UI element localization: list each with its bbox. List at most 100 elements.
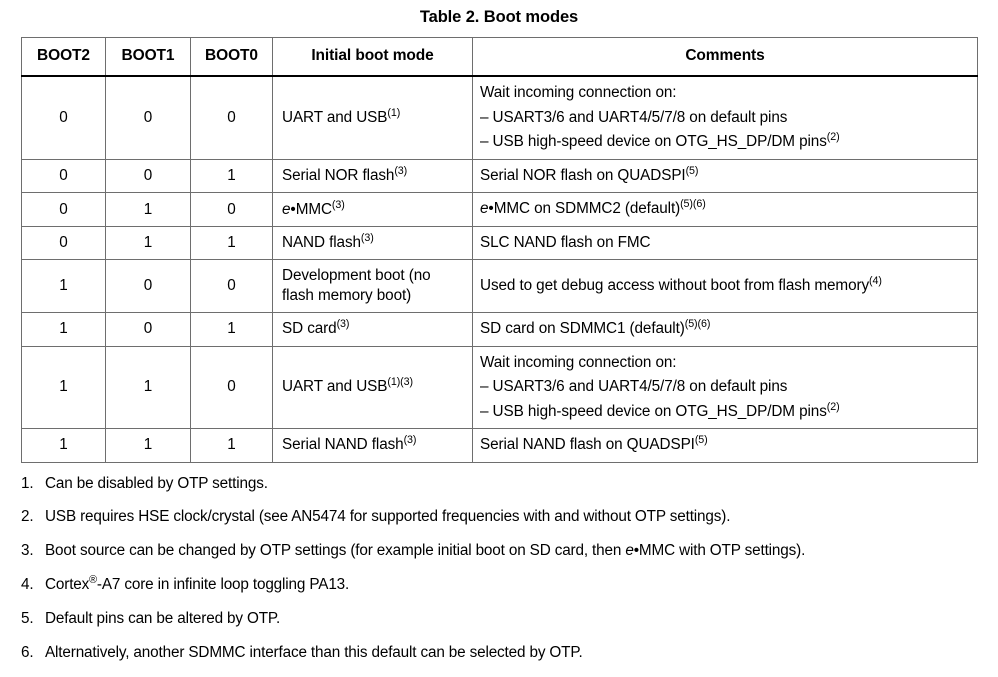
cell-boot2: 0 — [21, 192, 106, 227]
cell-initial-boot-mode: Development boot (no flash memory boot) — [272, 259, 473, 314]
registered-trademark-icon: ® — [89, 574, 97, 587]
cell-boot0: 1 — [190, 428, 273, 463]
footnote-ref: (1) — [387, 107, 401, 120]
header-row: BOOT2 BOOT1 BOOT0 Initial boot mode Comm… — [21, 37, 978, 78]
table-title: Table 2. Boot modes — [419, 8, 579, 26]
cell-initial-boot-mode: UART and USB(1) — [272, 76, 473, 160]
footnote-text: Boot source can be changed by OTP settin… — [45, 542, 806, 560]
cell-boot1: 0 — [105, 312, 191, 347]
footnote-item: 2.USB requires HSE clock/crystal (see AN… — [21, 507, 977, 527]
comment-line: e•MMC on SDMMC2 (default)(5)(6) — [480, 198, 706, 218]
footnote-ref: (5)(6) — [684, 318, 711, 330]
footnote-ref: (1)(3) — [387, 376, 413, 389]
footnote-text: Alternatively, another SDMMC interface t… — [45, 643, 583, 661]
cell-initial-boot-mode: Serial NAND flash(3) — [272, 428, 473, 463]
footnote-number: 6. — [21, 643, 34, 661]
footnote-item: 1.Can be disabled by OTP settings. — [21, 474, 977, 494]
comment-line: – USART3/6 and UART4/5/7/8 on default pi… — [480, 108, 788, 126]
cell-boot0: 0 — [190, 192, 273, 227]
comment-line: Wait incoming connection on: — [480, 84, 677, 102]
footnote-number: 1. — [21, 474, 34, 492]
column-header-comments: Comments — [472, 37, 978, 78]
comment-line: SD card on SDMMC1 (default)(5)(6) — [480, 318, 711, 338]
cell-boot2: 0 — [21, 76, 106, 160]
footnote-item: 5. Default pins can be altered by OTP. — [21, 609, 977, 629]
boot-modes-table-container: BOOT2 BOOT1 BOOT0 Initial boot mode Comm… — [21, 37, 978, 463]
cell-initial-boot-mode: e•MMC(3) — [272, 192, 473, 227]
footnote-item: 4. Cortex®-A7 core in infinite loop toggl… — [21, 575, 977, 595]
cell-boot2: 1 — [21, 428, 106, 463]
comment-line: – USART3/6 and UART4/5/7/8 on default pi… — [480, 378, 788, 396]
cell-comments: SLC NAND flash on FMC — [472, 226, 978, 261]
footnote-text: Default pins can be altered by OTP. — [45, 610, 281, 628]
cell-boot0: 1 — [190, 226, 273, 261]
cell-initial-boot-mode: NAND flash(3) — [272, 226, 473, 261]
cell-boot0: 1 — [190, 159, 273, 194]
cell-comments: Used to get debug access without boot fr… — [472, 259, 978, 314]
footnote-item: 6. Alternatively, another SDMMC interface… — [21, 643, 977, 663]
column-header-initial-boot-mode: Initial boot mode — [272, 37, 473, 78]
footnote-ref: (3) — [360, 232, 374, 245]
footnote-ref: (3) — [394, 165, 408, 178]
cell-initial-boot-mode: SD card(3) — [272, 312, 473, 347]
comment-line: Serial NAND flash on QUADSPI(5) — [480, 433, 708, 454]
cell-boot0: 0 — [190, 76, 273, 160]
footnote-number: 4. — [21, 576, 34, 594]
cell-initial-boot-mode: UART and USB(1)(3) — [272, 346, 473, 430]
cell-boot1: 0 — [105, 76, 191, 160]
footnote-ref: (3) — [336, 318, 350, 331]
footnote-ref: (5) — [694, 433, 708, 446]
cell-boot2: 1 — [21, 312, 106, 347]
footnote-ref: (2) — [826, 400, 840, 413]
footnote-ref: (5) — [685, 164, 699, 177]
footnote-ref: (3) — [403, 434, 417, 447]
cell-boot1: 1 — [105, 226, 191, 261]
cell-boot0: 0 — [190, 259, 273, 314]
cell-comments: e•MMC on SDMMC2 (default)(5)(6) — [472, 192, 978, 227]
cell-comments: Wait incoming connection on: – USART3/6 a… — [472, 346, 978, 430]
italic-e: e — [625, 542, 634, 560]
footnote-ref: (4) — [869, 274, 882, 287]
table-header: BOOT2 BOOT1 BOOT0 Initial boot mode Comm… — [21, 37, 978, 78]
cell-boot1: 1 — [105, 192, 191, 227]
footnote-number: 2. — [21, 508, 34, 526]
column-header-boot1: BOOT1 — [105, 37, 191, 78]
comment-line: Serial NOR flash on QUADSPI(5) — [480, 164, 699, 184]
footnote-ref: (3) — [331, 198, 345, 211]
boot-modes-table: BOOT2 BOOT1 BOOT0 Initial boot mode Comm… — [21, 37, 978, 463]
cell-comments: SD card on SDMMC1 (default)(5)(6) — [472, 312, 978, 347]
comment-line: – USB high-speed device on OTG_HS_DP/DM … — [480, 131, 840, 151]
column-header-boot0: BOOT0 — [190, 37, 273, 78]
cell-boot1: 1 — [105, 346, 191, 430]
cell-boot0: 1 — [190, 312, 273, 347]
italic-e: e — [282, 200, 291, 218]
cell-boot1: 1 — [105, 428, 191, 463]
comment-line: SLC NAND flash on FMC — [480, 233, 651, 251]
footnote-text: Cortex®-A7 core in infinite loop togglin… — [45, 574, 350, 594]
comment-line: – USB high-speed device on OTG_HS_DP/DM … — [480, 400, 840, 420]
footnote-number: 5. — [21, 610, 34, 628]
cell-boot0: 0 — [190, 346, 273, 430]
comment-line: Used to get debug access without boot fr… — [480, 274, 882, 294]
cell-comments: Wait incoming connection on: – USART3/6 a… — [472, 76, 978, 160]
footnotes-list: 1.Can be disabled by OTP settings. 2.USB … — [21, 474, 977, 663]
cell-boot2: 0 — [21, 226, 106, 261]
footnote-ref: (5)(6) — [680, 198, 706, 211]
cell-boot1: 0 — [105, 259, 191, 314]
cell-comments: Serial NAND flash on QUADSPI(5) — [473, 429, 978, 462]
footnote-ref: (2) — [826, 131, 840, 144]
comment-line: Wait incoming connection on: — [480, 353, 677, 371]
cell-boot2: 0 — [21, 159, 106, 194]
italic-e: e — [480, 200, 489, 218]
cell-boot2: 1 — [21, 346, 106, 430]
